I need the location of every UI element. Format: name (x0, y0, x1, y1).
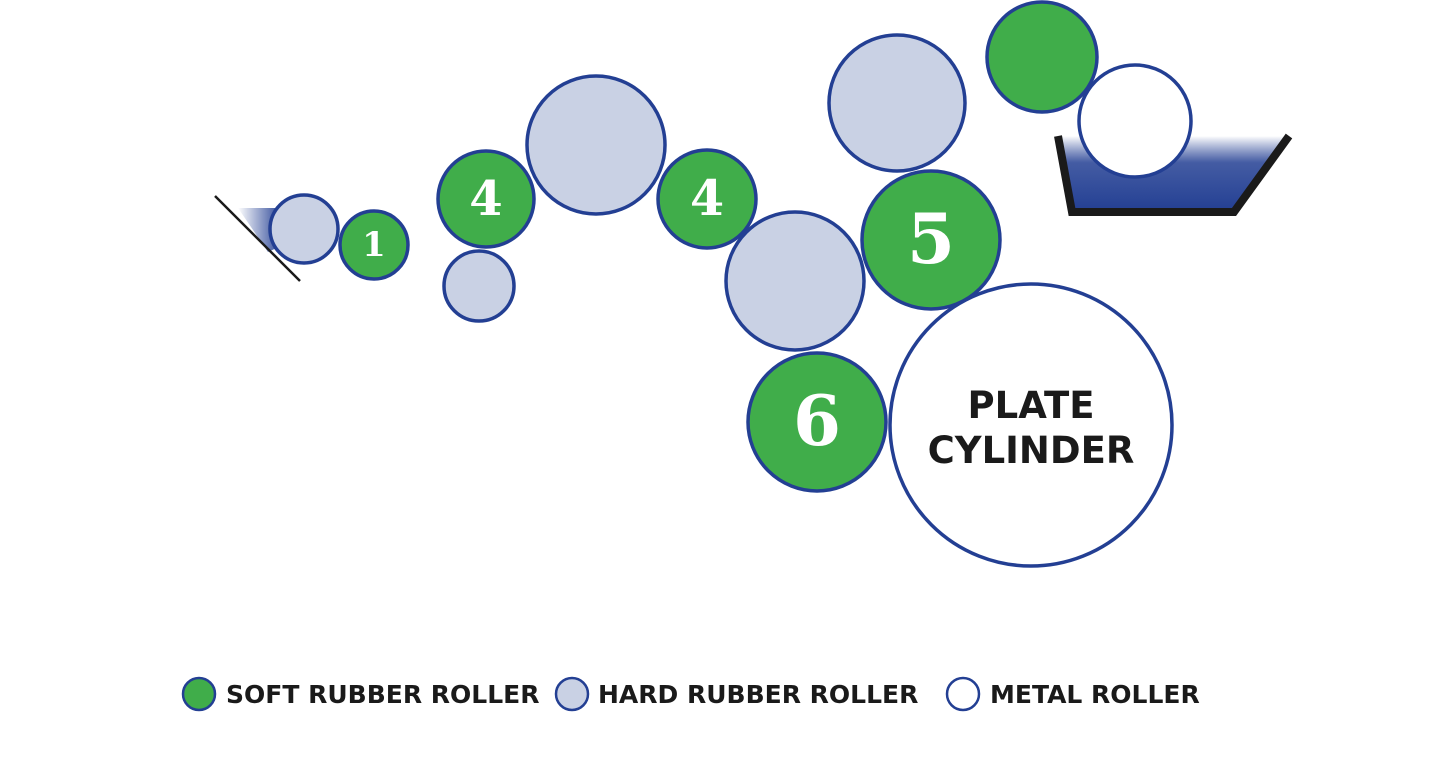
legend: SOFT RUBBER ROLLER HARD RUBBER ROLLER ME… (181, 676, 1200, 712)
roller-number-label: 4 (469, 171, 502, 227)
legend-item-metal: METAL ROLLER (945, 676, 1200, 712)
plate-label-line1: PLATE (968, 384, 1095, 427)
roller-soft-top-right (985, 0, 1099, 114)
roller-fountain-metal (1077, 63, 1193, 179)
roller-1: 1 (338, 209, 410, 281)
legend-label-soft: SOFT RUBBER ROLLER (226, 680, 539, 709)
plate-cylinder: PLATE CYLINDER (888, 282, 1174, 568)
roller-4a: 4 (436, 149, 536, 249)
legend-swatch-metal (945, 676, 981, 712)
hard-roller-circle (827, 33, 967, 173)
roller-hard-mid (724, 210, 866, 352)
soft-roller-circle (860, 169, 1002, 311)
soft-roller-circle (746, 351, 888, 493)
roller-number-label: 5 (907, 199, 955, 280)
legend-label-hard: HARD RUBBER ROLLER (598, 680, 918, 709)
roller-big-hard-top (525, 74, 667, 216)
soft-roller-circle (985, 0, 1099, 114)
roller-small-hard-lower (442, 249, 516, 323)
roller-4b: 4 (656, 148, 758, 250)
legend-item-soft: SOFT RUBBER ROLLER (181, 676, 539, 712)
roller-5: 5 (860, 169, 1002, 311)
legend-label-metal: METAL ROLLER (990, 680, 1200, 709)
hard-roller-circle (442, 249, 516, 323)
roller-number-label: 4 (690, 169, 724, 227)
soft-roller-circle (338, 209, 410, 281)
roller-small-hard-left (268, 193, 340, 265)
roller-hard-upper-right (827, 33, 967, 173)
roller-6: 6 (746, 351, 888, 493)
metal-roller-circle (1077, 63, 1193, 179)
legend-swatch-soft (181, 676, 217, 712)
plate-label-line2: CYLINDER (928, 429, 1135, 472)
legend-item-hard: HARD RUBBER ROLLER (554, 676, 918, 712)
soft-roller-circle (436, 149, 536, 249)
legend-swatch-hard (554, 676, 590, 712)
roller-number-label: 1 (362, 225, 386, 265)
hard-roller-circle (268, 193, 340, 265)
soft-roller-circle (656, 148, 758, 250)
hard-roller-circle (525, 74, 667, 216)
roller-number-label: 6 (793, 381, 841, 462)
hard-roller-circle (724, 210, 866, 352)
